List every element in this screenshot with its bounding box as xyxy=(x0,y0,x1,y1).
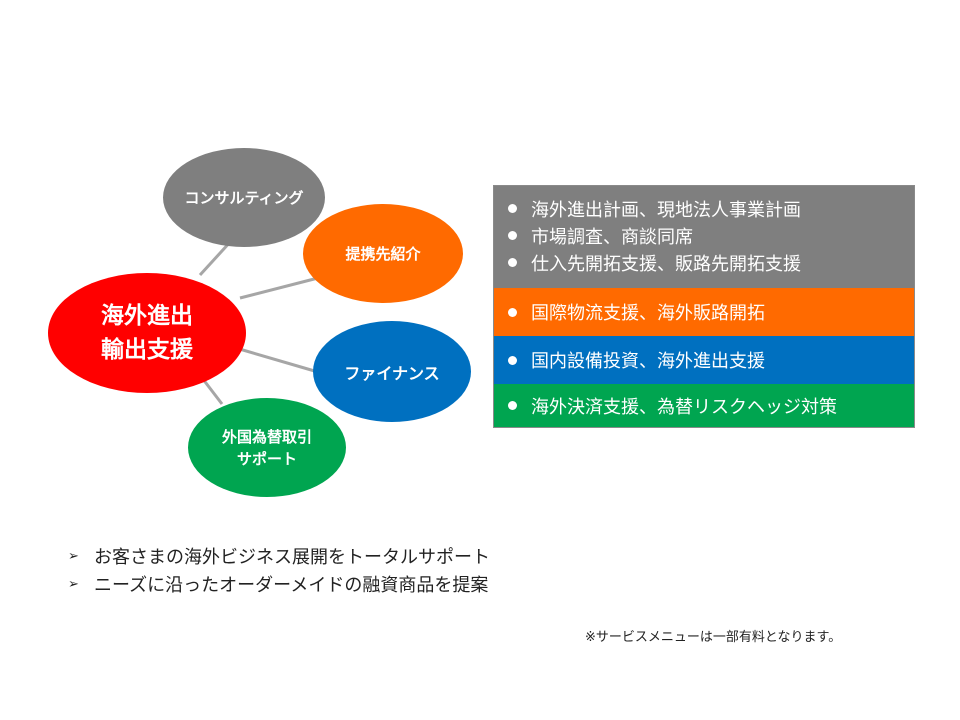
center-label-line2: 輸出支援 xyxy=(101,337,193,363)
finance-details: 国内設備投資、海外進出支援 xyxy=(494,336,914,384)
finance-bubble: ファイナンス xyxy=(313,321,471,422)
finance-label: ファイナンス xyxy=(344,363,440,383)
list-item: 海外決済支援、為替リスクヘッジ対策 xyxy=(508,392,837,419)
list-item: 国内設備投資、海外進出支援 xyxy=(508,347,765,374)
summary-text: お客さまの海外ビジネス展開をトータルサポート xyxy=(94,547,490,568)
partner-label: 提携先紹介 xyxy=(345,245,421,263)
connector-finance xyxy=(235,346,319,374)
forex-label-line2: サポート xyxy=(236,449,297,468)
list-item: 仕入先開拓支援、販路先開拓支援 xyxy=(508,249,914,276)
bullet-icon xyxy=(508,401,517,410)
bullet-icon xyxy=(508,231,517,240)
detail-text: 海外決済支援、為替リスクヘッジ対策 xyxy=(531,396,837,418)
list-item: ➢ お客さまの海外ビジネス展開をトータルサポート xyxy=(68,542,490,570)
center-bubble: 海外進出 輸出支援 xyxy=(48,273,246,393)
service-details-panel: 海外進出計画、現地法人事業計画 市場調査、商談同席 仕入先開拓支援、販路先開拓支… xyxy=(493,185,915,428)
partner-bubble: 提携先紹介 xyxy=(303,204,463,303)
list-item: 市場調査、商談同席 xyxy=(508,222,914,249)
bullet-icon xyxy=(508,258,517,267)
consulting-label: コンサルティング xyxy=(184,189,304,207)
summary-text: ニーズに沿ったオーダーメイドの融資商品を提案 xyxy=(94,575,489,596)
arrow-bullet-icon: ➢ xyxy=(68,576,79,592)
detail-text: 国内設備投資、海外進出支援 xyxy=(531,351,765,372)
center-label-line1: 海外進出 xyxy=(101,303,193,329)
arrow-bullet-icon: ➢ xyxy=(68,548,79,564)
partner-details: 国際物流支援、海外販路開拓 xyxy=(494,288,914,336)
detail-text: 仕入先開拓支援、販路先開拓支援 xyxy=(531,253,801,275)
bullet-icon xyxy=(508,204,517,213)
detail-text: 海外進出計画、現地法人事業計画 xyxy=(531,199,801,221)
detail-text: 国際物流支援、海外販路開拓 xyxy=(531,303,765,324)
list-item: 海外進出計画、現地法人事業計画 xyxy=(508,195,914,222)
summary-list: ➢ お客さまの海外ビジネス展開をトータルサポート ➢ ニーズに沿ったオーダーメイドの… xyxy=(68,542,490,598)
forex-bubble: 外国為替取引 サポート xyxy=(188,398,346,497)
forex-label-line1: 外国為替取引 xyxy=(221,427,312,446)
forex-details: 海外決済支援、為替リスクヘッジ対策 xyxy=(494,384,914,427)
consulting-details: 海外進出計画、現地法人事業計画 市場調査、商談同席 仕入先開拓支援、販路先開拓支… xyxy=(494,186,914,288)
bullet-icon xyxy=(508,307,517,317)
list-item: ➢ ニーズに沿ったオーダーメイドの融資商品を提案 xyxy=(68,570,490,598)
consulting-bubble: コンサルティング xyxy=(163,148,325,247)
bullet-icon xyxy=(508,355,517,365)
list-item: 国際物流支援、海外販路開拓 xyxy=(508,299,765,326)
connector-partner xyxy=(239,276,319,300)
detail-text: 市場調査、商談同席 xyxy=(531,226,693,248)
fee-note: ※サービスメニューは一部有料となります。 xyxy=(585,630,842,645)
